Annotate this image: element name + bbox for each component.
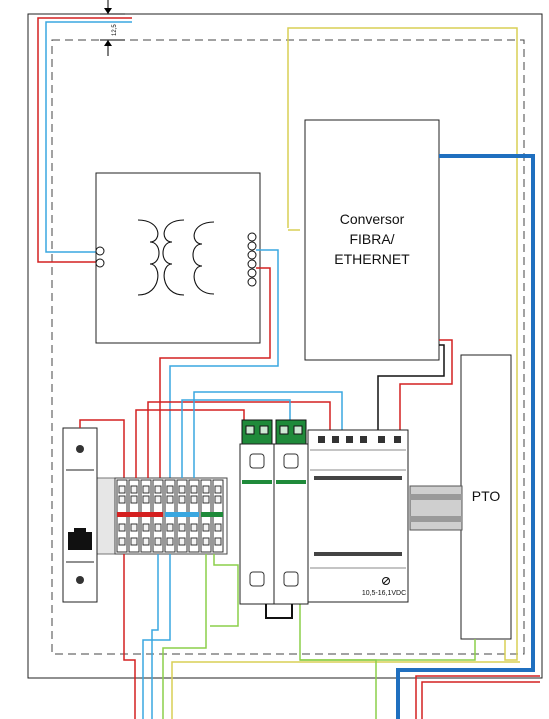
wire-red-tb-2: [147, 401, 331, 478]
wire-green-pto: [299, 580, 476, 661]
transformer: [95, 172, 261, 344]
surge-ground-link: [265, 604, 293, 619]
wire-red-out-2: [415, 675, 540, 719]
wire-blue-out-2: [151, 554, 159, 719]
wire-red-transformer-out: [159, 267, 271, 478]
transformer-input-terminals: [95, 246, 105, 268]
transformer-symbol: [137, 219, 215, 296]
wire-red-input: [37, 17, 132, 263]
wire-blue-input: [45, 21, 132, 253]
terminal-bridge-green: [201, 512, 223, 517]
wire-green-out-2: [210, 554, 239, 627]
converter-label-line3: ETHERNET: [334, 251, 410, 267]
terminal-bridge-blue: [165, 512, 199, 517]
wire-yellow-out: [171, 661, 520, 719]
pto-box: [460, 354, 512, 640]
terminal-bridge-red: [117, 512, 163, 517]
surge-protector-2: [273, 419, 309, 605]
wire-green-out-1: [162, 554, 207, 719]
wire-black-converter: [377, 344, 445, 430]
pto-label: PTO: [472, 488, 501, 504]
wire-red-out-3: [421, 681, 540, 719]
dimension-marker: 12,5: [100, 0, 125, 56]
wire-red-out-1: [123, 554, 136, 719]
fiber-cable: [396, 154, 535, 719]
fiber-ethernet-converter: [304, 119, 440, 361]
wire-red-breaker: [79, 419, 125, 478]
converter-label-line2: FIBRA/: [349, 231, 394, 247]
din-rail: [94, 477, 463, 555]
dimension-label: 12,5: [112, 24, 118, 36]
wire-green-out-3: [300, 659, 377, 719]
wire-blue-tb-2: [193, 391, 343, 478]
wire-blue-out-1: [142, 554, 171, 719]
power-supply-voltage-label: 10,5-16,1VDC: [362, 590, 406, 597]
wire-yellow: [287, 27, 518, 661]
wire-blue-tb-1: [181, 399, 291, 478]
wire-red-tb-1: [135, 409, 245, 478]
wire-red-converter: [399, 339, 453, 430]
surge-protector-1: [239, 419, 275, 605]
wire-blue-transformer-out: [169, 249, 279, 478]
power-supply: 10,5-16,1VDC: [307, 429, 409, 603]
enclosure-outer: [27, 13, 543, 679]
converter-label-line1: Conversor: [340, 211, 405, 227]
circuit-breaker: [62, 427, 98, 603]
transformer-output-terminals: [247, 232, 257, 287]
